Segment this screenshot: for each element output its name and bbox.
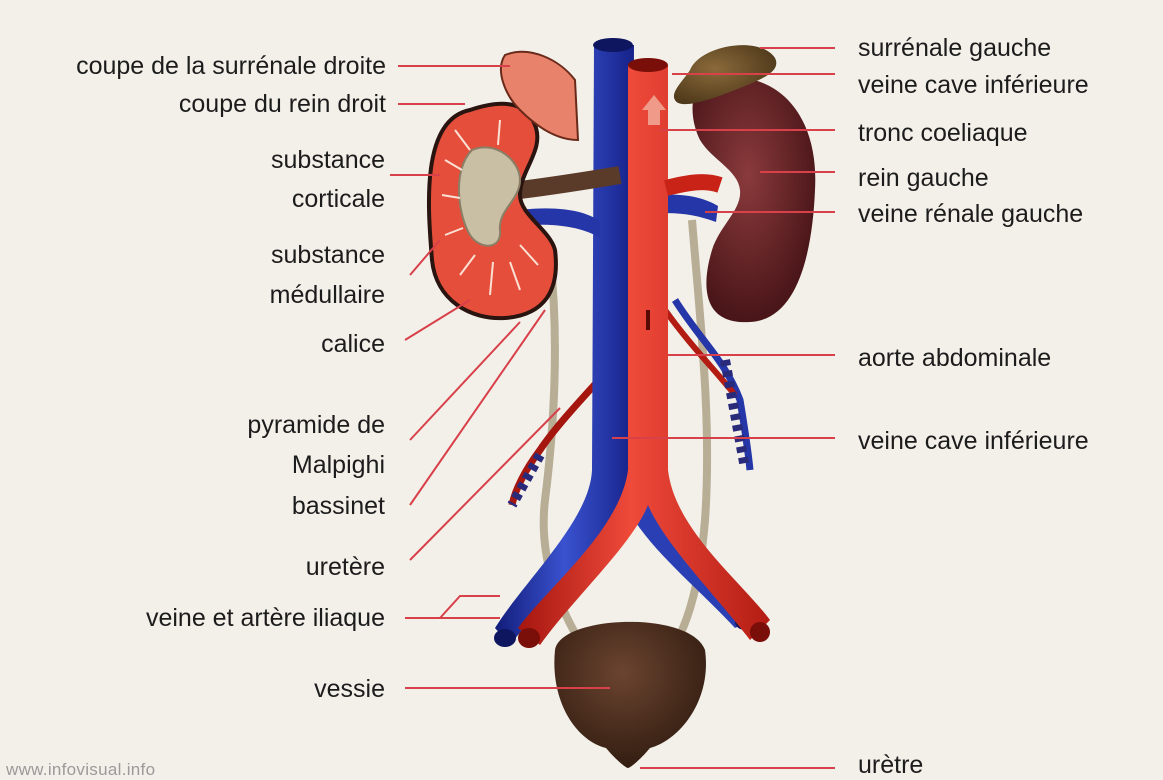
right-gonadal-twist xyxy=(512,455,540,505)
label-ureter: uretère xyxy=(306,552,385,582)
label-bladder: vessie xyxy=(314,674,385,704)
label-left-kidney: rein gauche xyxy=(858,163,989,193)
label-pyramid-line1: pyramide de xyxy=(247,410,385,440)
label-abdominal-aorta: aorte abdominale xyxy=(858,343,1051,373)
label-iliac-vessels: veine et artère iliaque xyxy=(146,603,385,633)
label-celiac-trunk: tronc coeliaque xyxy=(858,118,1028,148)
label-inferior-vena-cava-mid: veine cave inférieure xyxy=(858,426,1089,456)
label-left-adrenal: surrénale gauche xyxy=(858,33,1051,63)
label-cortex-line1: substance xyxy=(271,145,385,175)
label-right-adrenal-section: coupe de la surrénale droite xyxy=(76,51,386,81)
bladder xyxy=(554,622,706,768)
label-calyx: calice xyxy=(321,329,385,359)
label-cortex-line2: corticale xyxy=(292,184,385,214)
left-kidney xyxy=(693,78,816,323)
label-medulla-line1: substance xyxy=(271,240,385,270)
label-medulla-line2: médullaire xyxy=(270,280,385,310)
label-left-renal-vein: veine rénale gauche xyxy=(858,199,1083,229)
label-pyramid-line2: Malpighi xyxy=(292,450,385,480)
label-inferior-vena-cava-top: veine cave inférieure xyxy=(858,70,1089,100)
label-right-kidney-section: coupe du rein droit xyxy=(179,89,386,119)
watermark: www.infovisual.info xyxy=(6,760,155,780)
label-urethra: urètre xyxy=(858,750,923,780)
label-renal-pelvis: bassinet xyxy=(292,491,385,521)
